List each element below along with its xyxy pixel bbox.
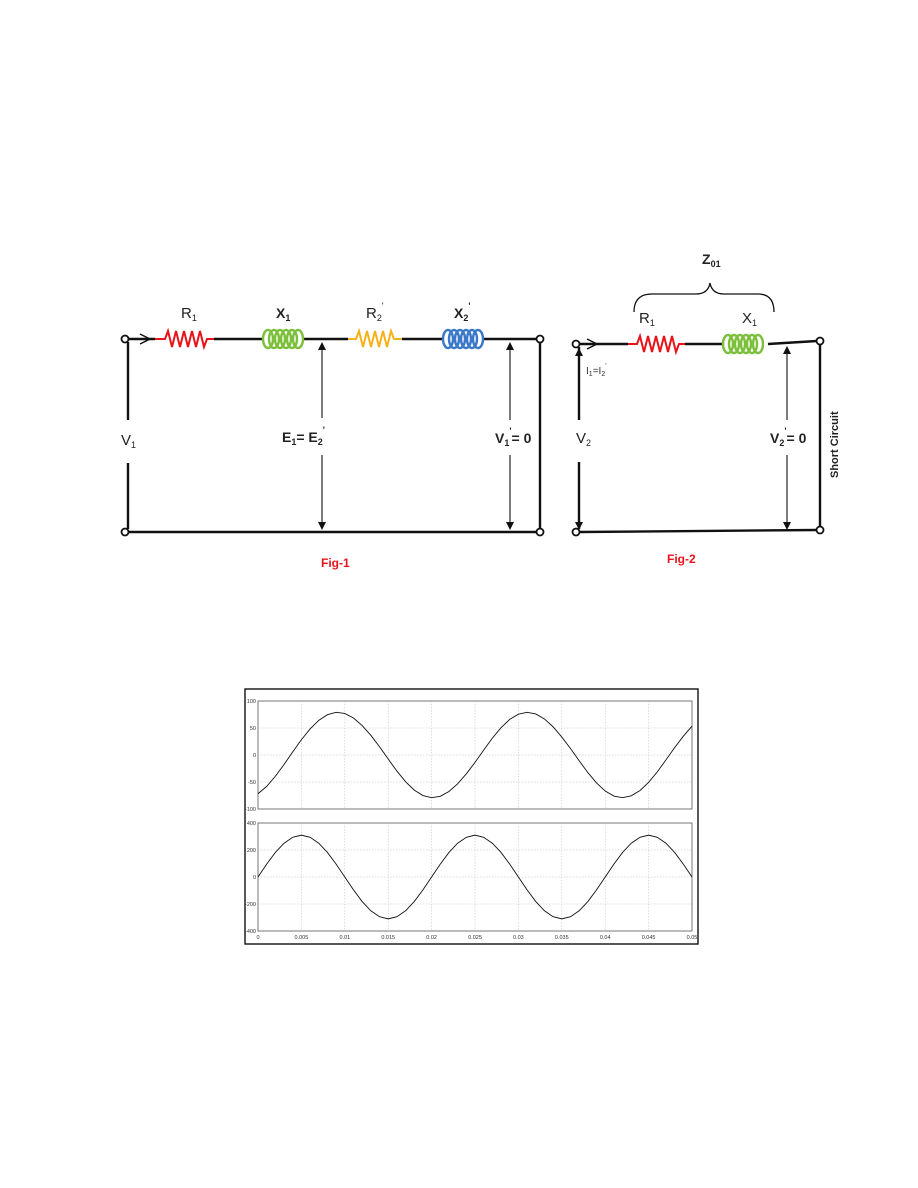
fig1-label-x1: X1 bbox=[276, 305, 290, 323]
fig2-impedance-brace bbox=[633, 282, 775, 313]
fig1-circuit: R1 X1 R2' X2' V1 E1= E2' V1'= 0 Fig-1 bbox=[120, 301, 545, 570]
fig2-circuit: Z01 R1 X1 I1=I2' V2 V2'= 0 Short Circuit… bbox=[571, 251, 841, 566]
fig2-label-v2: V2 bbox=[576, 430, 591, 448]
fig1-label-v1: V1 bbox=[121, 432, 136, 450]
scope-bottom-y-tick-label: -400 bbox=[245, 929, 256, 935]
fig2-current-arrow bbox=[586, 338, 599, 350]
scope-x-ticks: 0 0.005 0.01 0.015 0.02 0.025 0.03 0.035 0.04 0.0… bbox=[256, 935, 697, 941]
scope-top-y-ticks: 100 50 0 -50 -100 bbox=[245, 699, 256, 813]
fig1-resistor-r1 bbox=[155, 327, 214, 351]
fig2-inductor-x1 bbox=[721, 333, 765, 355]
scope-x-tick-label: 0.04 bbox=[600, 935, 611, 941]
fig1-inductor-x2 bbox=[441, 328, 485, 350]
fig2-caption: Fig-2 bbox=[667, 552, 696, 566]
fig2-terminal-top-right bbox=[815, 336, 825, 346]
fig1-terminal-top-left bbox=[120, 334, 130, 344]
scope-bottom-y-tick-label: 200 bbox=[247, 848, 256, 854]
scope-bottom-y-ticks: 400 200 0 -200 -400 bbox=[245, 821, 256, 935]
fig2-label-x1: X1 bbox=[742, 310, 757, 328]
fig1-label-emf: E1= E2' bbox=[282, 425, 325, 447]
fig2-resistor-r1 bbox=[628, 332, 685, 356]
scope-x-tick-label: 0.005 bbox=[295, 935, 309, 941]
scope-x-tick-label: 0.045 bbox=[642, 935, 656, 941]
fig1-inductor-x1 bbox=[261, 328, 305, 350]
fig1-terminal-top-right bbox=[535, 334, 545, 344]
scope-x-tick-label: 0 bbox=[256, 935, 259, 941]
scope-top-trace bbox=[257, 711, 693, 799]
scope-bottom-trace bbox=[257, 834, 693, 920]
scope-top-y-tick-label: 0 bbox=[253, 753, 256, 759]
fig1-label-r1: R1 bbox=[181, 305, 197, 323]
scope-x-tick-label: 0.01 bbox=[339, 935, 350, 941]
fig1-label-vout: V1'= 0 bbox=[495, 426, 532, 448]
fig1-current-arrow bbox=[139, 333, 152, 345]
fig2-label-current: I1=I2' bbox=[586, 363, 607, 378]
fig2-label-vout: V2'= 0 bbox=[770, 426, 807, 448]
fig2-wire-bottom bbox=[579, 528, 818, 534]
scope-x-tick-label: 0.03 bbox=[513, 935, 524, 941]
scope-top-y-tick-label: -100 bbox=[245, 807, 256, 813]
fig1-terminal-bottom-left bbox=[120, 527, 130, 537]
fig2-terminal-top-left bbox=[571, 339, 581, 349]
scope-top-y-tick-label: 50 bbox=[250, 726, 256, 732]
scope-bottom-y-tick-label: -200 bbox=[245, 902, 256, 908]
scope-x-tick-label: 0.025 bbox=[468, 935, 482, 941]
fig1-caption: Fig-1 bbox=[321, 556, 350, 570]
scope-bottom-y-tick-label: 400 bbox=[247, 821, 256, 827]
fig1-label-r2: R2' bbox=[366, 301, 384, 323]
scope-x-tick-label: 0.015 bbox=[381, 935, 395, 941]
fig2-label-short-circuit: Short Circuit bbox=[829, 411, 841, 478]
scope-bottom-grid bbox=[258, 823, 692, 931]
fig1-terminal-bottom-right bbox=[535, 527, 545, 537]
scope-x-tick-label: 0.035 bbox=[555, 935, 569, 941]
scope-plot: 100 50 0 -50 -100 400 200 0 -200 -400 0 0.005 0.01… bbox=[244, 688, 699, 945]
fig2-terminal-bottom-left bbox=[571, 527, 581, 537]
fig1-resistor-r2 bbox=[348, 327, 402, 348]
fig2-wire-top-3 bbox=[767, 339, 818, 346]
scope-top-y-tick-label: -50 bbox=[248, 780, 256, 786]
scope-x-tick-label: 0.02 bbox=[426, 935, 437, 941]
fig2-label-z01: Z01 bbox=[702, 251, 721, 269]
scope-bottom-y-tick-label: 0 bbox=[253, 875, 256, 881]
fig2-label-r1: R1 bbox=[639, 310, 655, 328]
fig1-label-x2: X2' bbox=[454, 301, 471, 323]
scope-top-y-tick-label: 100 bbox=[247, 699, 256, 705]
scope-x-tick-label: 0.05 bbox=[687, 935, 698, 941]
scope-top-grid bbox=[258, 701, 692, 809]
fig2-terminal-bottom-right bbox=[815, 525, 825, 535]
